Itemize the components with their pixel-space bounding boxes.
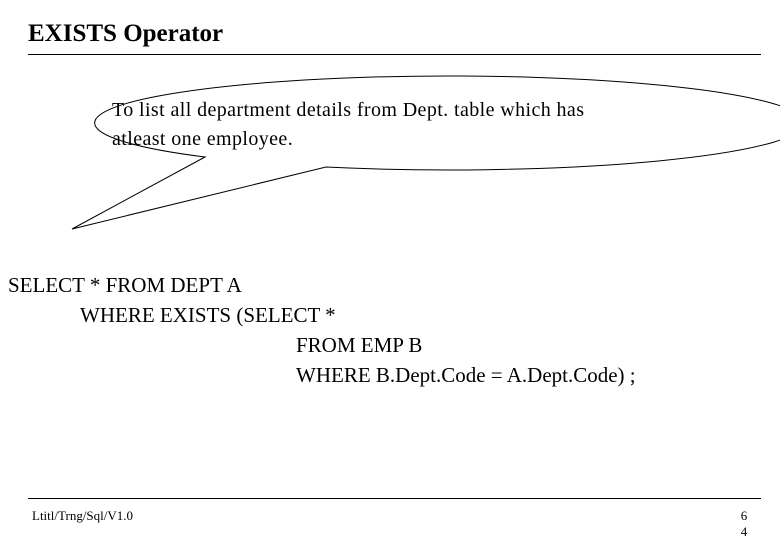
callout-line: atleast one employee. — [112, 128, 294, 150]
page-number-digit: 4 — [740, 524, 748, 539]
sql-code-block: SELECT * FROM DEPT A WHERE EXISTS (SELEC… — [8, 270, 636, 390]
sql-line: SELECT * FROM DEPT A — [8, 273, 242, 297]
speech-bubble-outline — [71, 75, 780, 230]
title-divider — [28, 54, 761, 55]
callout-line: To list all department details from Dept… — [112, 99, 585, 121]
sql-line: FROM EMP B — [296, 333, 423, 357]
slide-title: EXISTS Operator — [28, 20, 224, 47]
callout-text: To list all department details from Dept… — [112, 96, 712, 154]
sql-line: WHERE EXISTS (SELECT * — [80, 303, 336, 327]
sql-line: WHERE B.Dept.Code = A.Dept.Code) ; — [296, 363, 636, 387]
page-number-digit: 6 — [740, 508, 748, 523]
page-number: 6 4 — [738, 508, 750, 540]
footer-label: Ltitl/Trng/Sql/V1.0 — [32, 508, 134, 523]
footer-divider — [28, 498, 761, 499]
